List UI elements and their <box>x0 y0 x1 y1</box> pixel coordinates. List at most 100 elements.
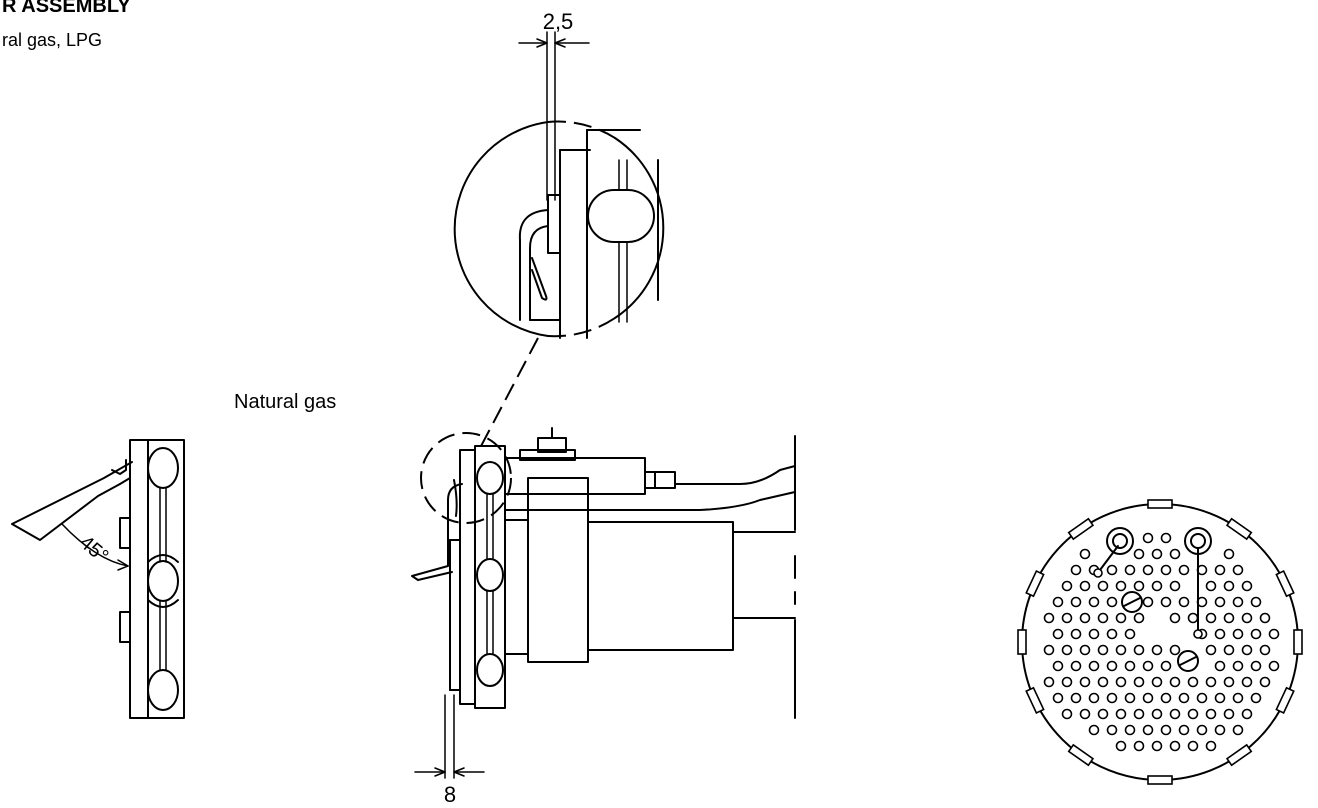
perforation-hole <box>1133 548 1145 560</box>
perforation-hole <box>1106 596 1118 608</box>
perforation-hole <box>1187 676 1199 688</box>
perforation-hole <box>1214 692 1226 704</box>
perforation-hole <box>1097 676 1109 688</box>
perforation-hole <box>1187 708 1199 720</box>
perforation-hole <box>1151 580 1163 592</box>
ignition-bar <box>504 457 646 495</box>
perforation-hole <box>1241 580 1253 592</box>
perforation-hole <box>1088 628 1100 640</box>
perforation-hole <box>1070 564 1082 576</box>
perforation-hole <box>1223 612 1235 624</box>
perforation-hole <box>1223 644 1235 656</box>
rim-tab <box>1147 775 1173 785</box>
perforation-hole <box>1250 660 1262 672</box>
perforation-hole <box>1196 692 1208 704</box>
perforation-hole <box>1214 724 1226 736</box>
perforation-hole <box>1268 628 1280 640</box>
perforation-hole <box>1070 660 1082 672</box>
perforation-hole <box>1088 660 1100 672</box>
perforation-hole <box>1142 596 1154 608</box>
perforation-hole <box>1106 564 1118 576</box>
perforation-hole <box>1115 612 1127 624</box>
burner-tube <box>587 521 734 651</box>
left-plate <box>129 439 185 719</box>
perforation-hole <box>1241 708 1253 720</box>
perforation-hole <box>1241 644 1253 656</box>
drawing-title: R ASSEMBLY <box>2 0 131 17</box>
perforation-hole <box>1097 708 1109 720</box>
perforation-hole <box>1241 612 1253 624</box>
perforation-hole <box>1061 612 1073 624</box>
rim-tab <box>1293 629 1303 655</box>
perforation-hole <box>1160 532 1172 544</box>
detail-leader-line <box>479 337 539 449</box>
perforation-hole <box>1061 580 1073 592</box>
perforation-hole <box>1214 660 1226 672</box>
perforation-hole <box>1196 724 1208 736</box>
perforation-hole <box>1115 740 1127 752</box>
perforation-hole <box>1115 580 1127 592</box>
sleeve-block <box>527 477 589 663</box>
perforation-hole <box>1223 548 1235 560</box>
perforation-hole <box>1268 660 1280 672</box>
perforation-hole <box>1232 692 1244 704</box>
perforation-hole <box>1178 596 1190 608</box>
left-oval-2 <box>147 560 179 602</box>
perforation-hole <box>1142 660 1154 672</box>
perforation-hole <box>1178 724 1190 736</box>
perforation-hole <box>1187 612 1199 624</box>
perforation-hole <box>1250 692 1262 704</box>
perforation-hole <box>1115 708 1127 720</box>
rim-tab <box>1275 686 1295 714</box>
perforation-hole <box>1097 580 1109 592</box>
perforation-hole <box>1205 676 1217 688</box>
rim-tab <box>1225 517 1253 541</box>
angle-label: 45° <box>75 531 112 567</box>
perforation-hole <box>1079 580 1091 592</box>
perforation-hole <box>1169 740 1181 752</box>
perforation-hole <box>1052 596 1064 608</box>
perforation-hole <box>1124 628 1136 640</box>
perforation-hole <box>1214 564 1226 576</box>
perforation-hole <box>1115 676 1127 688</box>
perforation-hole <box>1079 548 1091 560</box>
left-oval-1 <box>147 447 179 489</box>
detail-magnified-view: 2,5 <box>453 9 665 339</box>
perforation-hole <box>1205 644 1217 656</box>
perforation-hole <box>1232 596 1244 608</box>
perforation-hole <box>1151 644 1163 656</box>
perforation-hole <box>1133 740 1145 752</box>
perforation-hole <box>1106 692 1118 704</box>
perforation-hole <box>1214 596 1226 608</box>
perforation-hole <box>1232 724 1244 736</box>
perforation-hole <box>1097 612 1109 624</box>
perforation-hole <box>1106 628 1118 640</box>
perforation-hole <box>1169 612 1181 624</box>
left-oval-3 <box>147 669 179 711</box>
perforation-hole <box>1043 612 1055 624</box>
perforation-hole <box>1124 724 1136 736</box>
perforation-hole <box>1088 596 1100 608</box>
perforation-hole <box>1205 708 1217 720</box>
perforation-hole <box>1052 692 1064 704</box>
perforation-hole <box>1205 740 1217 752</box>
perforation-hole <box>1223 708 1235 720</box>
rim-tab <box>1225 743 1253 767</box>
detail-oval <box>587 189 655 243</box>
perforation-hole <box>1151 740 1163 752</box>
rim-tab <box>1147 499 1173 509</box>
perforation-hole <box>1043 676 1055 688</box>
perforation-hole <box>1205 612 1217 624</box>
perforation-hole <box>1142 532 1154 544</box>
perforation-hole <box>1169 676 1181 688</box>
perforation-hole <box>1043 644 1055 656</box>
perforation-hole <box>1169 580 1181 592</box>
perforation-hole <box>1115 644 1127 656</box>
perforation-hole <box>1169 548 1181 560</box>
perforation-hole <box>1088 692 1100 704</box>
perforation-hole <box>1061 644 1073 656</box>
perforation-hole <box>1169 644 1181 656</box>
perforation-hole <box>1106 660 1118 672</box>
rim-tab <box>1025 570 1045 598</box>
